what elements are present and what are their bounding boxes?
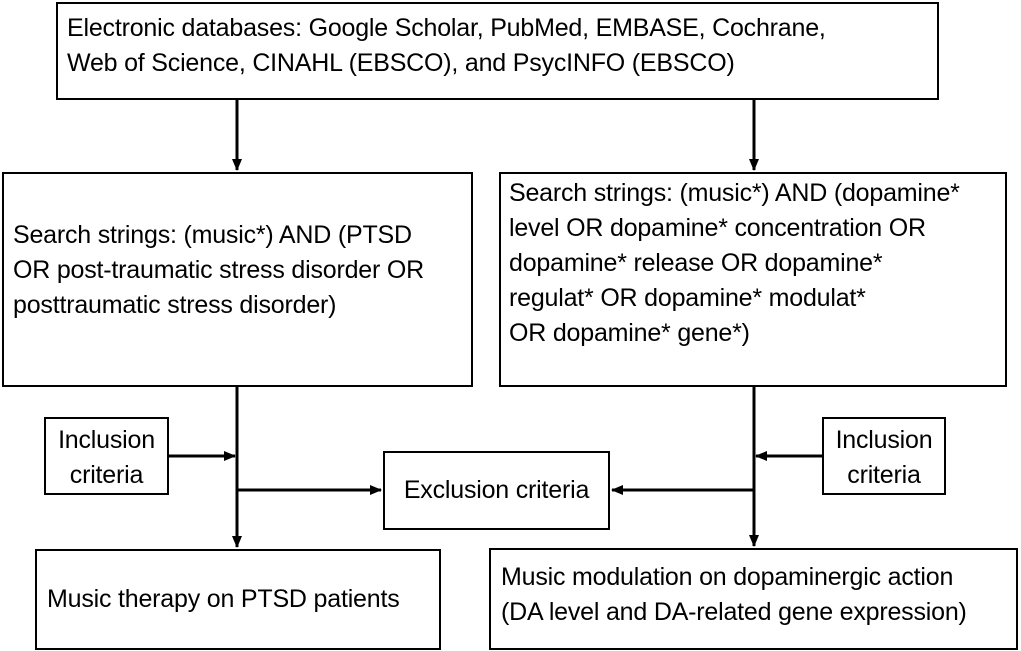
dopamine-result-box: Music modulation on dopaminergic action … — [489, 548, 1018, 650]
dopamine-result-line-2: (DA level and DA-related gene expression… — [501, 598, 967, 626]
ptsd-search-line-1: Search strings: (music*) AND (PTSD — [13, 221, 412, 249]
ptsd-result-label: Music therapy on PTSD patients — [47, 585, 400, 613]
ptsd-search-line-2: OR post-traumatic stress disorder OR — [13, 256, 424, 284]
dopamine-search-line-3: dopamine* release OR dopamine* — [509, 249, 883, 277]
dopamine-inclusion-line-2: criteria — [847, 461, 921, 489]
ptsd-result-box: Music therapy on PTSD patients — [35, 549, 441, 650]
dopamine-search-line-1: Search strings: (music*) AND (dopamine* — [509, 179, 960, 207]
exclusion-criteria-box: Exclusion criteria — [383, 451, 610, 530]
exclusion-label: Exclusion criteria — [403, 476, 590, 504]
ptsd-search-line-3: posttraumatic stress disorder) — [13, 291, 337, 319]
dopamine-inclusion-line-1: Inclusion — [835, 426, 933, 454]
dopamine-inclusion-criteria-box: Inclusion criteria — [822, 417, 946, 495]
databases-box: Electronic databases: Google Scholar, Pu… — [56, 2, 939, 100]
ptsd-inclusion-line-1: Inclusion — [58, 426, 155, 454]
dopamine-search-line-5: OR dopamine* gene*) — [509, 319, 750, 347]
dopamine-search-line-4: regulat* OR dopamine* modulat* — [509, 284, 866, 312]
ptsd-inclusion-criteria-box: Inclusion criteria — [44, 417, 169, 495]
dopamine-result-line-1: Music modulation on dopaminergic action — [501, 563, 954, 591]
databases-line-2: Web of Science, CINAHL (EBSCO), and Psyc… — [67, 49, 735, 77]
ptsd-search-strings-box: Search strings: (music*) AND (PTSD OR po… — [2, 172, 473, 387]
dopamine-search-line-2: level OR dopamine* concentration OR — [509, 214, 926, 242]
ptsd-inclusion-line-2: criteria — [69, 461, 144, 489]
databases-line-1: Electronic databases: Google Scholar, Pu… — [67, 14, 826, 42]
dopamine-search-strings-box: Search strings: (music*) AND (dopamine* … — [499, 172, 1007, 387]
